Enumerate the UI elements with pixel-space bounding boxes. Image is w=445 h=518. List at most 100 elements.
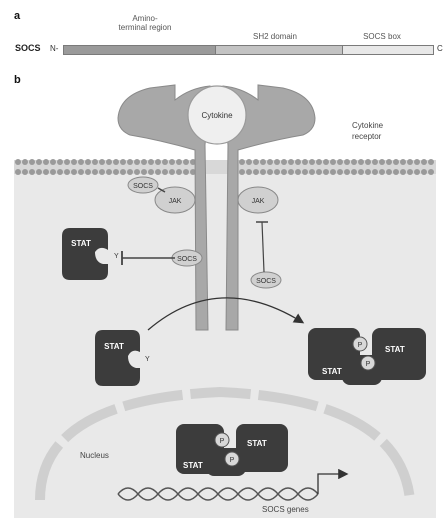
membrane-bead	[183, 169, 189, 175]
membrane-bead	[323, 169, 329, 175]
socs-left-top-label: SOCS	[133, 183, 153, 190]
membrane-bead	[141, 159, 147, 165]
membrane-bead	[414, 169, 420, 175]
phosphate-3	[214, 432, 230, 448]
socs-left-bottom-label: SOCS	[177, 256, 197, 263]
protein-name: SOCS	[15, 43, 41, 53]
membrane-bead	[148, 159, 154, 165]
membrane-bead	[379, 159, 385, 165]
membrane-bead	[386, 169, 392, 175]
membrane-bead	[288, 159, 294, 165]
membrane-bead	[421, 159, 427, 165]
phosphate-3-label: P	[220, 438, 225, 445]
membrane-bead	[400, 169, 406, 175]
membrane-bead	[260, 159, 266, 165]
membrane-bead	[428, 159, 434, 165]
membrane-bead	[71, 159, 77, 165]
c-terminus: C	[437, 44, 443, 53]
membrane-bead	[106, 159, 112, 165]
phosphate-2-label: P	[366, 361, 371, 368]
stat-top-left	[62, 228, 108, 280]
dna-helix	[117, 487, 319, 501]
membrane-bead	[330, 169, 336, 175]
membrane-bead	[155, 159, 161, 165]
nucleus-label: Nucleus	[80, 451, 109, 460]
membrane-bead	[190, 169, 196, 175]
panel-a-label: a	[14, 10, 21, 22]
phosphate-4	[224, 451, 240, 467]
stat-top-left-y: Y	[114, 253, 119, 260]
membrane-bead	[281, 169, 287, 175]
membrane-bead	[169, 159, 175, 165]
membrane-bead	[267, 159, 273, 165]
membrane-bead	[372, 159, 378, 165]
membrane-bead	[351, 159, 357, 165]
membrane-bead	[428, 169, 434, 175]
receptor-label-line1: Cytokine	[352, 121, 384, 130]
membrane-bead	[113, 159, 119, 165]
membrane-bead	[78, 169, 84, 175]
membrane-bead	[330, 159, 336, 165]
membrane-bead	[162, 159, 168, 165]
membrane-bead	[274, 159, 280, 165]
membrane-bead	[302, 159, 308, 165]
membrane-bead	[288, 169, 294, 175]
membrane-bead	[99, 169, 105, 175]
receptor-left-chain	[117, 84, 211, 331]
membrane-bead	[274, 169, 280, 175]
socs-to-jak-inhibition	[261, 221, 265, 273]
membrane-bead	[50, 169, 56, 175]
membrane-bead	[316, 159, 322, 165]
segment-label-sh2: SH2 domain	[252, 32, 298, 41]
stat-dimer-nucleus-label-2: STAT	[183, 461, 203, 470]
membrane-bead	[134, 159, 140, 165]
cytokine	[187, 85, 247, 145]
membrane-bead	[309, 159, 315, 165]
membrane-bead	[379, 169, 385, 175]
stat-middle-left-y: Y	[145, 356, 150, 363]
membrane-bead	[92, 159, 98, 165]
receptor-label-line2: receptor	[352, 132, 382, 141]
jak-left-label: JAK	[169, 198, 182, 205]
membrane-bead	[344, 159, 350, 165]
membrane-bead	[337, 159, 343, 165]
membrane-bead	[190, 159, 196, 165]
membrane-bead	[400, 159, 406, 165]
membrane-bead	[85, 159, 91, 165]
jak-right	[237, 186, 279, 214]
membrane-bead	[15, 169, 21, 175]
membrane-bead	[295, 159, 301, 165]
socs-right-label: SOCS	[256, 278, 276, 285]
membrane-bead	[43, 169, 49, 175]
phosphate-2	[360, 355, 376, 371]
membrane-bead	[29, 169, 35, 175]
membrane-bead	[309, 169, 315, 175]
membrane-bead	[22, 169, 28, 175]
membrane-bead	[113, 169, 119, 175]
nuclear-envelope	[35, 386, 415, 501]
stat-middle-left	[95, 330, 140, 386]
membrane-bead	[302, 169, 308, 175]
membrane-bead	[267, 169, 273, 175]
membrane-bead	[169, 169, 175, 175]
cell-membrane	[14, 159, 436, 175]
activation-arrow	[147, 297, 305, 331]
stat-middle-left-label: STAT	[104, 342, 124, 351]
membrane-bead	[141, 169, 147, 175]
stat-top-left-label: STAT	[71, 239, 91, 248]
membrane-bead	[253, 169, 259, 175]
membrane-bead	[120, 169, 126, 175]
membrane-bead	[71, 169, 77, 175]
membrane-bead	[239, 169, 245, 175]
membrane-bead	[344, 169, 350, 175]
segment-label-amino: Amino- terminal region	[118, 14, 172, 32]
jak-right-label: JAK	[252, 198, 265, 205]
membrane-bead	[246, 159, 252, 165]
membrane-bead	[127, 159, 133, 165]
membrane-bead	[85, 169, 91, 175]
membrane-bead	[246, 169, 252, 175]
segment-label-socs-box: SOCS box	[363, 32, 401, 41]
membrane-bead	[253, 159, 259, 165]
phosphate-4-label: P	[230, 457, 235, 464]
